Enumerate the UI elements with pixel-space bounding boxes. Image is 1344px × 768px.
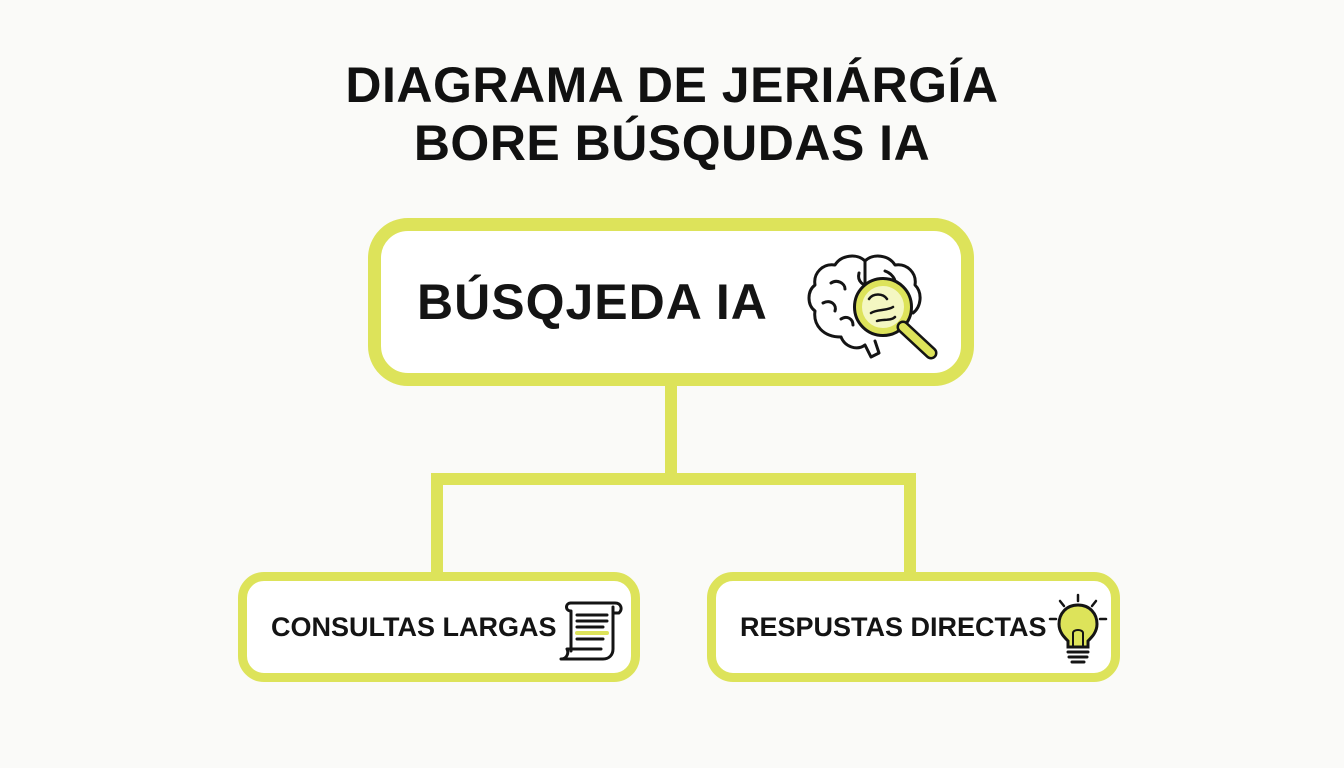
root-node: BÚSQJEDA IA	[368, 218, 974, 386]
root-node-label: BÚSQJEDA IA	[417, 274, 768, 330]
child-node-consultas: CONSULTAS LARGAS	[238, 572, 640, 682]
title-line-1: DIAGRAMA DE JERIÁRGÍA	[345, 57, 999, 113]
child-node-consultas-label: CONSULTAS LARGAS	[271, 611, 557, 642]
brain-magnifier-icon	[807, 254, 938, 360]
child-node-respuestas-label: RESPUSTAS DIRECTAS	[740, 611, 1047, 642]
diagram-title: DIAGRAMA DE JERIÁRGÍA BORE BÚSQUDAS IA	[0, 56, 1344, 172]
scroll-document-icon	[559, 601, 623, 661]
title-line-2: BORE BÚSQUDAS IA	[413, 115, 931, 171]
magnifier-lens	[853, 277, 913, 337]
lightbulb-icon	[1048, 593, 1108, 664]
child-node-respuestas: RESPUSTAS DIRECTAS	[707, 572, 1120, 682]
